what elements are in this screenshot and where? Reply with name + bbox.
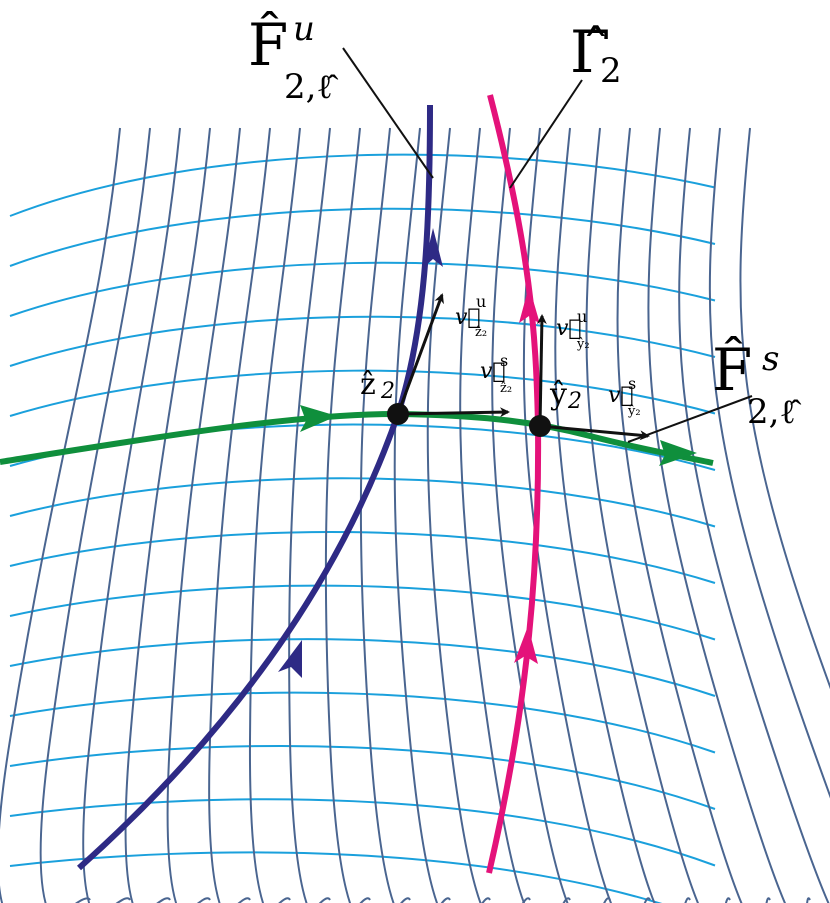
svg-text:u: u	[577, 307, 587, 326]
svg-text:2: 2	[567, 389, 582, 414]
unstable-leaf-line	[616, 127, 771, 903]
svg-text:v⃗: v⃗	[608, 383, 634, 408]
svg-text:v⃗: v⃗	[455, 305, 481, 330]
stable-leaf-line	[9, 851, 663, 903]
unstable-leaf-line	[522, 127, 651, 903]
unstable-leaf-line	[393, 127, 491, 903]
v-y2-s-label: v⃗ s ŷ₂	[608, 374, 641, 419]
y2-point	[529, 415, 551, 437]
unstable-leaf-line	[739, 127, 830, 690]
v-z2-s-label: v⃗ s ẑ₂	[480, 351, 512, 396]
vector-z2-unstable	[396, 293, 444, 415]
unstable-leaf-line	[82, 127, 181, 903]
z2-point	[387, 403, 409, 425]
unstable-leaf-line	[708, 127, 830, 799]
unstable-leaf-line	[124, 127, 211, 903]
svg-text:2: 2	[600, 51, 622, 91]
stable-leaf-line	[9, 207, 716, 267]
svg-text:2,ℓ̂: 2,ℓ̂	[284, 67, 339, 107]
svg-text:u: u	[476, 292, 486, 311]
unstable-leaf-line	[0, 127, 121, 903]
svg-text:ẑ: ẑ	[360, 367, 376, 402]
unstable-foliation-lines	[0, 127, 830, 903]
F-u-curve	[77, 104, 433, 871]
stable-foliation-lines	[9, 153, 716, 903]
svg-text:v⃗: v⃗	[556, 316, 582, 341]
unstable-leaf-line	[585, 127, 731, 903]
svg-text:F̂: F̂	[712, 335, 752, 404]
svg-text:s: s	[500, 351, 508, 370]
stable-leaf-line	[9, 638, 716, 697]
svg-text:ẑ₂: ẑ₂	[500, 381, 512, 396]
stable-leaf-line	[9, 315, 716, 367]
unstable-leaf-line	[426, 127, 531, 903]
Gamma-label: Γ̂ 2	[570, 18, 622, 91]
unstable-leaf-line	[459, 127, 571, 903]
unstable-leaf-line	[324, 127, 411, 903]
F-s-label: F̂ s 2,ℓ̂	[712, 335, 802, 432]
unstable-leaf-line	[288, 127, 371, 903]
svg-text:v⃗: v⃗	[480, 359, 506, 384]
stable-leaf-line	[9, 261, 716, 317]
svg-text:2,ℓ̂: 2,ℓ̂	[747, 392, 802, 432]
vector-z2-stable	[397, 407, 510, 418]
stable-leaf-line	[9, 153, 716, 217]
F-s-arrow-right	[659, 440, 697, 466]
unstable-leaf-line	[359, 127, 451, 903]
vector-y2-unstable	[536, 314, 547, 427]
F-u-label: F̂ u 2,ℓ̂	[248, 9, 339, 107]
y2-label: ŷ 2	[549, 377, 582, 414]
F-s-arrow-left	[300, 405, 337, 432]
svg-text:ŷ₂: ŷ₂	[627, 404, 641, 419]
svg-text:Γ̂: Γ̂	[570, 18, 610, 86]
svg-text:s: s	[628, 374, 636, 393]
unstable-leaf-line	[491, 127, 611, 903]
stable-leaf-line	[9, 531, 716, 584]
unstable-leaf-line	[678, 127, 830, 903]
svg-text:ẑ₂: ẑ₂	[475, 325, 487, 340]
stable-leaf-line	[9, 477, 716, 528]
F-s-curve	[0, 410, 714, 466]
z2-label: ẑ 2	[360, 367, 395, 404]
Gamma-arrow-upper	[519, 286, 540, 324]
unstable-leaf-line	[248, 127, 331, 903]
Gamma-arrow-lower	[514, 626, 538, 664]
svg-text:s: s	[762, 339, 779, 379]
v-z2-u-label: v⃗ u ẑ₂	[455, 292, 487, 340]
svg-text:2: 2	[380, 379, 395, 404]
stable-leaf-line	[9, 798, 716, 867]
F-s-leader-line	[627, 395, 753, 443]
vector-y2-stable	[539, 424, 650, 441]
F-u-arrow-upper	[424, 228, 443, 267]
unstable-leaf-line	[39, 127, 151, 903]
svg-text:u: u	[293, 9, 315, 49]
Gamma-leader-line	[509, 79, 583, 189]
unstable-leaf-line	[647, 127, 811, 903]
stable-leaf-line	[9, 584, 716, 641]
v-y2-u-label: v⃗ u ŷ₂	[556, 307, 590, 352]
Gamma-curve	[486, 94, 542, 874]
unstable-leaf-line	[554, 127, 691, 903]
unstable-leaf-line	[166, 127, 251, 903]
stable-leaf-line	[9, 369, 716, 417]
stable-leaf-line	[9, 744, 716, 810]
stable-leaf-line	[9, 691, 716, 754]
F-u-leader-line	[342, 47, 434, 179]
F-u-arrow-lower	[278, 640, 302, 678]
svg-text:ŷ: ŷ	[549, 377, 567, 412]
svg-text:F̂: F̂	[248, 10, 288, 79]
svg-text:ŷ₂: ŷ₂	[576, 337, 590, 352]
